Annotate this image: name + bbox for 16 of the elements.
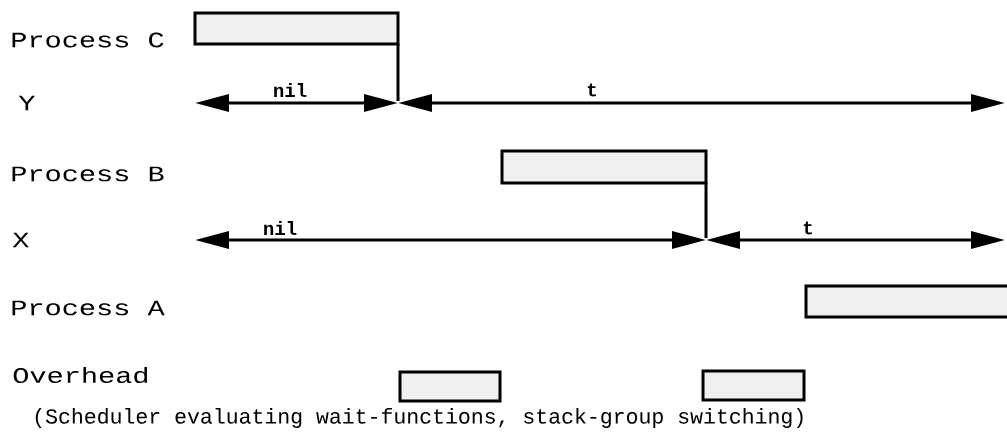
timeline-bar <box>193 11 400 46</box>
timeline-bar <box>701 369 806 402</box>
value-label: nil <box>264 221 297 235</box>
timeline-bar <box>398 370 502 403</box>
value-label: nil <box>274 83 307 97</box>
row-label: Process C <box>12 32 164 48</box>
row-label: Process B <box>12 166 164 182</box>
value-label: t <box>803 221 812 235</box>
caption: (Scheduler evaluating wait-functions, stack-group switching) <box>35 408 803 429</box>
timeline-bar <box>500 149 708 185</box>
row-label: Y <box>18 95 35 111</box>
row-label: Overhead <box>13 366 147 384</box>
timeline-bar <box>804 284 1007 319</box>
value-label: t <box>587 83 596 97</box>
row-label: Process A <box>12 300 165 316</box>
row-label: X <box>12 232 29 248</box>
